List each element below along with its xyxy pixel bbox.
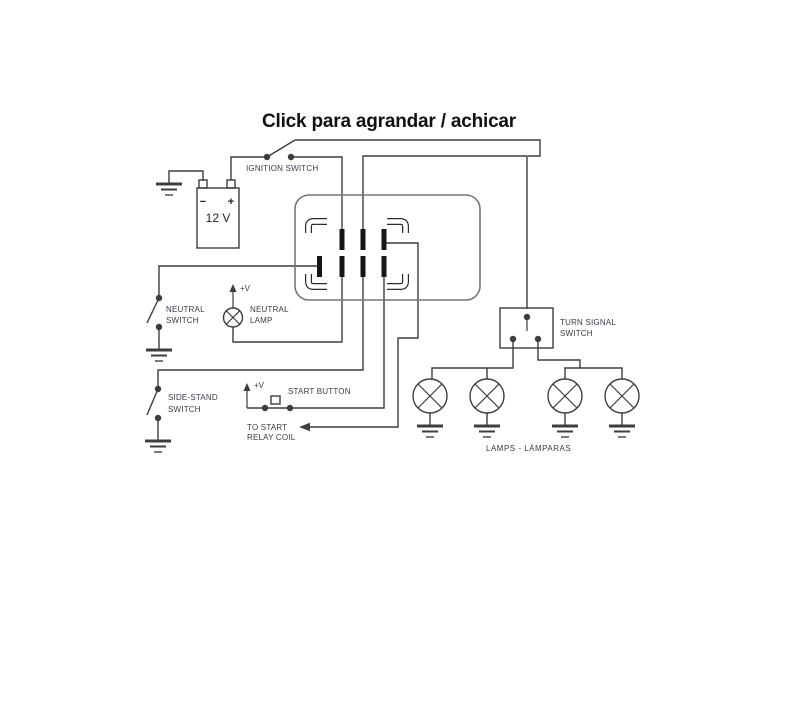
neutral-lamp-label: NEUTRAL [250,305,289,314]
battery-body [196,187,240,249]
neutral-switch-dot [155,294,163,302]
arrow-up-icon [243,383,251,391]
battery-voltage-label: 12 V [206,211,231,225]
lamp-icon [412,378,448,414]
start-button-dot [286,404,294,412]
neutral-switch-blade [146,297,160,324]
to-start-relay-coil-label: TO START [247,423,287,432]
side-stand-switch-dot [154,385,162,393]
relay-connector [294,194,481,301]
ground-icon [472,424,502,439]
start-button: +V START BUTTON TO START RELAY COIL [243,381,351,442]
turn-signal-switch-label: TURN SIGNAL [560,318,616,327]
side-stand-switch-label: SIDE-STAND [168,393,218,402]
side-stand-switch-blade [146,388,159,416]
ignition-switch-blade [266,139,296,158]
wire-relay-to-turnsignal [362,155,528,309]
relay-pin [339,256,345,277]
battery: − + 12 V [154,170,240,249]
relay-pin [360,256,366,277]
neutral-lamp-cross [226,310,240,325]
ground-icon [607,424,637,439]
lamps-caption: LAMPS - LÁMPARAS [486,444,571,453]
neutral-lamp: +V NEUTRAL LAMP [222,284,289,328]
relay-bracket-icon [305,218,327,233]
relay-pin [360,229,366,250]
turn-signal-switch-body [499,307,554,349]
neutral-switch: NEUTRAL SWITCH [144,294,205,363]
wire-left-lamps [431,341,514,379]
neutral-switch-label: NEUTRAL [166,305,205,314]
ignition-switch: IGNITION SWITCH [230,139,541,180]
turn-lamps: LAMPS - LÁMPARAS [412,341,640,453]
battery-minus-label: − [200,196,206,208]
ignition-switch-label: IGNITION SWITCH [246,164,318,173]
ignition-terminal-dot [263,153,271,161]
ground-icon [143,439,173,454]
turn-signal-switch: TURN SIGNAL SWITCH [499,307,616,349]
ignition-feed-wire [230,156,267,180]
wiring [157,155,528,432]
neutral-lamp-label: LAMP [250,316,273,325]
relay-pin [381,229,387,250]
relay-bracket-icon [305,274,327,290]
ground-icon [144,348,174,363]
ground-icon [550,424,580,439]
wire-relay-to-neutral-lamp [232,274,343,343]
arrow-up-icon [229,284,237,292]
lamp-icon [547,378,583,414]
battery-neg-wire [168,170,204,183]
battery-plus-label: + [228,196,234,208]
turn-signal-switch-label: SWITCH [560,329,593,338]
relay-pin [381,256,387,277]
ground-icon [415,424,445,439]
neutral-lamp-vplus-label: +V [240,284,251,293]
page-title[interactable]: Click para agrandar / achicar [262,111,517,132]
start-button-label: START BUTTON [288,387,351,396]
wire-relay-to-sidestand [157,274,364,387]
side-stand-switch-label: SWITCH [168,405,201,414]
ignition-upper-wire [295,139,541,157]
turn-signal-dot [523,313,531,321]
wire-relay-to-neutral-switch [158,265,317,296]
lamp-icon [469,378,505,414]
wire-to-start-relay-coil [306,242,419,428]
turn-signal-dot [534,335,542,343]
side-stand-switch: SIDE-STAND SWITCH [143,385,218,454]
turn-signal-dot [509,335,517,343]
wire-right-lamps-bus [564,367,623,379]
battery-neg-post [198,179,208,189]
battery-ground-icon [154,182,184,197]
relay-bracket-icon [387,218,409,233]
wire-right-lamps [537,341,581,368]
start-vplus-label: +V [254,381,265,390]
to-start-relay-coil-label: RELAY COIL [247,433,296,442]
start-button-dot [261,404,269,412]
start-button-actuator [270,395,281,405]
wire-ignition-to-relay [291,156,343,232]
lamp-icon [604,378,640,414]
relay-outline [294,194,481,301]
relay-pin [339,229,345,250]
relay-bracket-icon [387,274,409,290]
neutral-switch-label: SWITCH [166,316,199,325]
arrow-left-icon [299,422,310,432]
relay-pin [317,256,322,277]
battery-pos-post [226,179,236,189]
